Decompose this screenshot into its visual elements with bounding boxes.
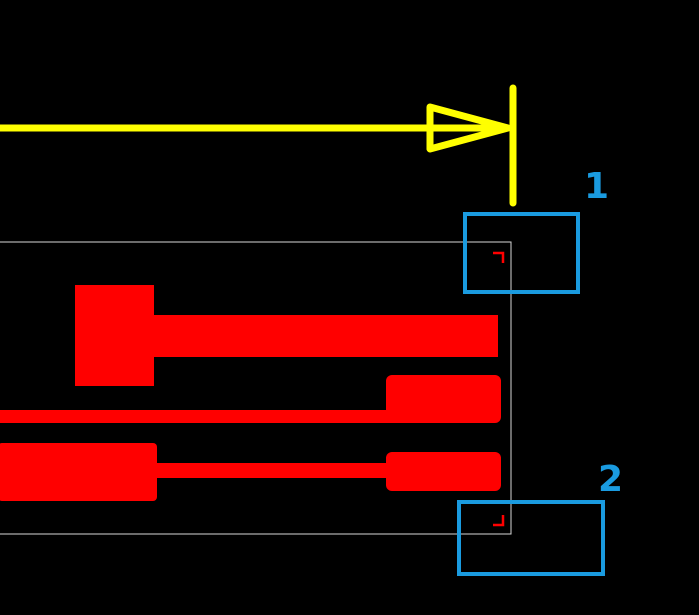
trace-group-1 bbox=[75, 285, 498, 386]
square-pad bbox=[75, 285, 154, 386]
bottom-right-corner-marker bbox=[493, 515, 505, 527]
wide-left-pad bbox=[0, 443, 157, 501]
callout-1-box bbox=[463, 212, 580, 294]
thin-trace bbox=[0, 410, 393, 423]
callout-1-label: 1 bbox=[584, 166, 609, 207]
trace-group-3 bbox=[0, 443, 501, 501]
connecting-trace bbox=[150, 463, 395, 478]
callout-2-label: 2 bbox=[598, 459, 623, 500]
callout-1: 1 bbox=[463, 166, 609, 294]
trace-group-2 bbox=[0, 375, 501, 423]
wide-trace bbox=[150, 315, 498, 357]
arrow-head bbox=[426, 103, 512, 153]
top-right-corner-marker bbox=[493, 251, 505, 263]
callout-2: 2 bbox=[457, 459, 623, 576]
rounded-end-pad bbox=[386, 452, 501, 491]
board-outline bbox=[0, 241, 512, 535]
callout-2-box bbox=[457, 500, 605, 576]
rounded-pad bbox=[386, 375, 501, 423]
dimension-arrow bbox=[0, 84, 517, 207]
